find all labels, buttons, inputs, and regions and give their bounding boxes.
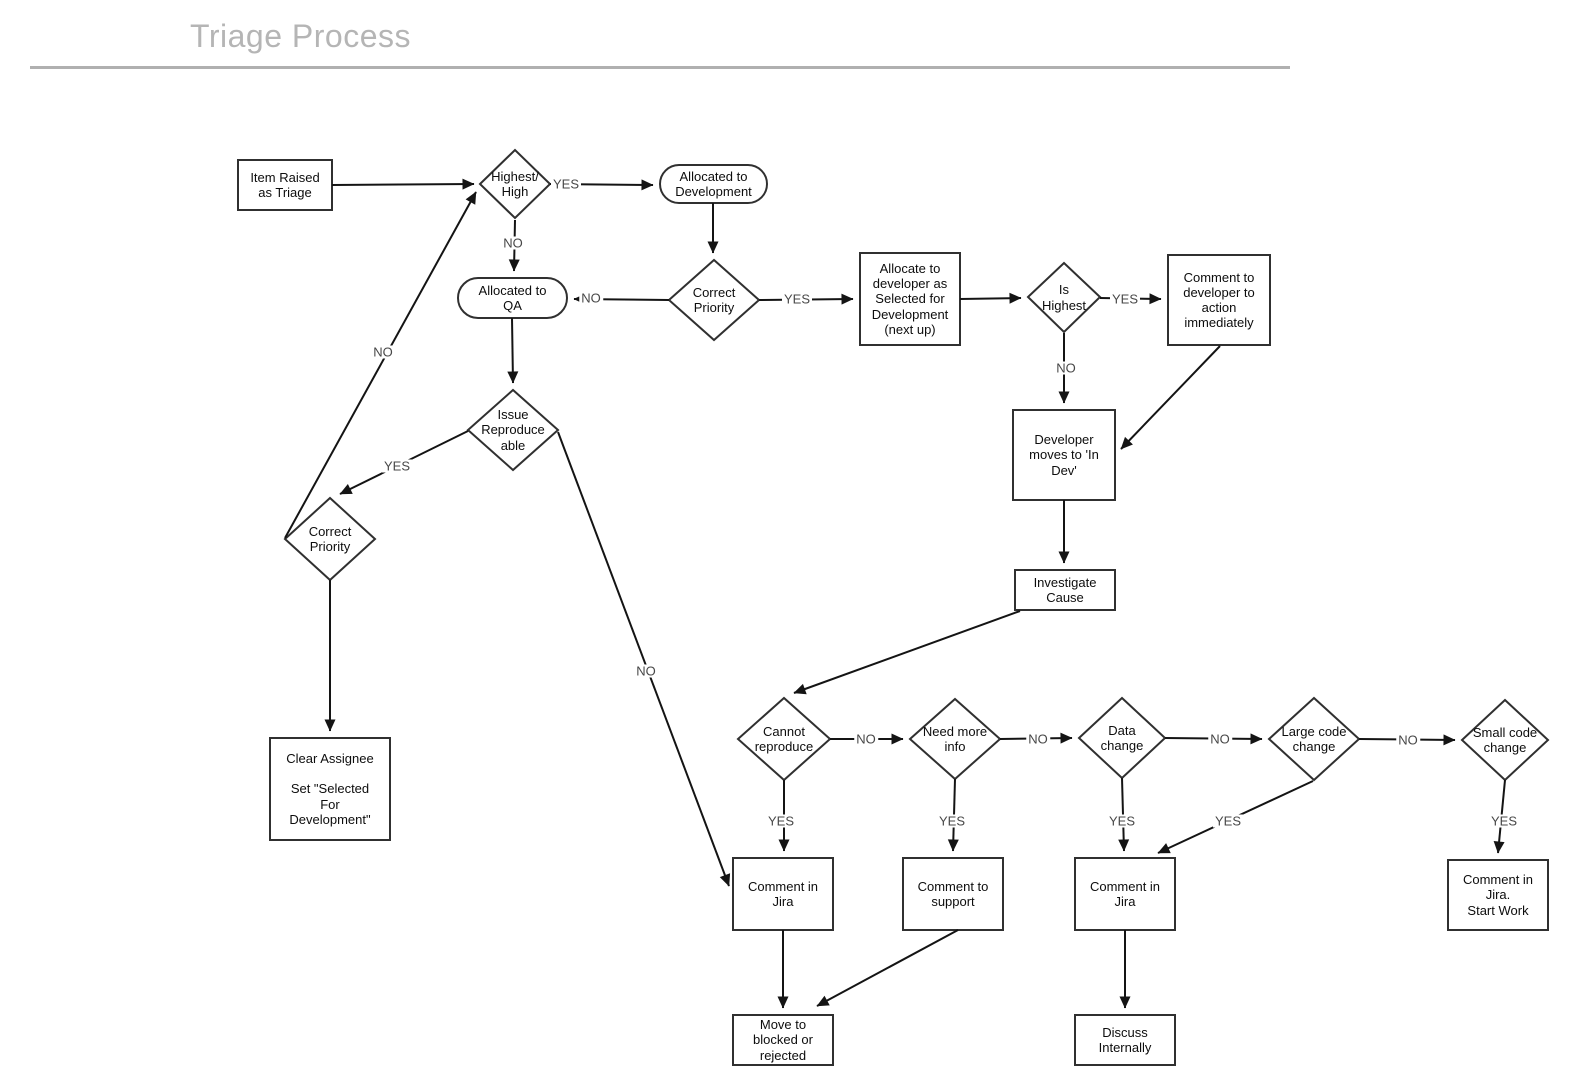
edge-label-yes-cannot: YES	[765, 813, 797, 829]
node-comment-jira-start-shape	[1447, 859, 1549, 931]
node-move-blocked-shape	[732, 1014, 834, 1066]
edge-label-no-correct-priority-top: NO	[579, 290, 603, 306]
node-investigate-cause-shape	[1014, 569, 1116, 611]
edge-investigate-to-cannot-reproduce	[793, 610, 1021, 695]
node-allocated-qa-shape	[457, 277, 568, 319]
edge-correct-priority-left-no-highest	[284, 191, 477, 539]
node-is-highest-shape	[1026, 261, 1102, 334]
node-need-more-info-shape	[908, 697, 1002, 781]
node-comment-jira-2-shape	[1074, 857, 1176, 931]
node-cannot-reproduce-shape	[736, 696, 832, 782]
node-discuss-internally-shape	[1074, 1014, 1176, 1066]
node-developer-in-dev-shape	[1012, 409, 1116, 501]
edge-label-no-large: NO	[1396, 732, 1420, 748]
node-correct-priority-left-shape	[283, 496, 377, 582]
edge-label-yes-issue: YES	[381, 458, 413, 474]
edge-label-yes-is-highest: YES	[1109, 291, 1141, 307]
node-allocated-dev-shape	[659, 164, 768, 204]
edge-label-no-cannot: NO	[854, 731, 878, 747]
node-comment-support-shape	[902, 857, 1004, 931]
edge-label-no-data: NO	[1208, 731, 1232, 747]
edge-label-no-need: NO	[1026, 731, 1050, 747]
edge-label-no-is-highest: NO	[1054, 360, 1078, 376]
edge-label-yes-large: YES	[1212, 813, 1244, 829]
title-underline	[30, 66, 1290, 69]
node-issue-reproduceable-shape	[466, 388, 560, 472]
edge-allocate-selected-to-is-highest	[959, 292, 1022, 304]
node-comment-jira-1-shape	[732, 857, 834, 931]
node-highest-high-shape	[478, 148, 552, 220]
edge-issue-no-comment-jira1	[557, 431, 731, 887]
node-large-code-change-shape	[1267, 696, 1361, 782]
edge-label-yes-data: YES	[1106, 813, 1138, 829]
node-data-change-shape	[1077, 696, 1167, 780]
edge-label-yes-highest: YES	[550, 176, 582, 192]
edge-label-yes-correct-priority-top: YES	[781, 291, 813, 307]
edge-label-no-issue: NO	[634, 663, 658, 679]
edge-comment-support-to-blocked	[816, 929, 959, 1007]
node-comment-action-shape	[1167, 254, 1271, 346]
page-title: Triage Process	[190, 18, 411, 54]
node-allocate-selected-shape	[859, 252, 961, 346]
edge-comment-action-to-developer	[1120, 345, 1221, 450]
node-small-code-change-shape	[1460, 698, 1550, 782]
node-correct-priority-top-shape	[667, 258, 761, 342]
edge-item-raised-to-highest	[331, 178, 475, 190]
node-item-raised-shape	[237, 159, 333, 211]
node-clear-assignee-shape	[269, 737, 391, 841]
edge-label-no-correct-priority-left: NO	[371, 344, 395, 360]
edge-label-no-highest: NO	[501, 235, 525, 251]
edge-label-yes-small: YES	[1488, 813, 1520, 829]
edge-label-yes-need: YES	[936, 813, 968, 829]
edge-allocated-qa-to-issue	[507, 317, 519, 384]
